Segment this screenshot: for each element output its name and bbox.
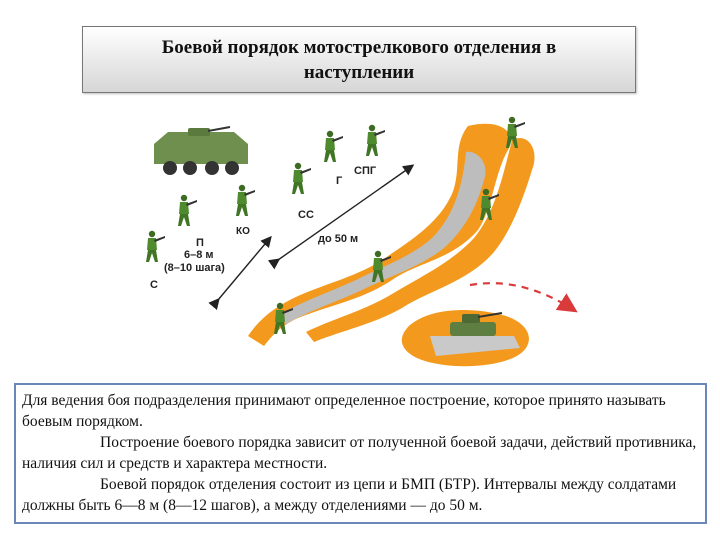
soldier-icon	[236, 184, 255, 216]
label-spg: СПГ	[354, 165, 377, 177]
title-box: Боевой порядок мотострелкового отделения…	[82, 26, 636, 93]
paragraph-2: Построение боевого порядка зависит от по…	[22, 434, 697, 472]
label-interval-soldiers-1: 6–8 м	[184, 249, 214, 261]
soldier-icon	[178, 194, 197, 226]
label-g: Г	[336, 175, 343, 187]
label-s: С	[150, 279, 158, 291]
combat-order-diagram: СПГ Г СС КО П 6–8 м (8–10 шага) С до 50 …	[146, 116, 578, 367]
soldier-icon	[292, 162, 311, 194]
paragraph-1: Для ведения боя подразделения принимают …	[22, 392, 666, 430]
bmp-position	[401, 309, 529, 367]
dimension-arrow-icon	[208, 235, 272, 311]
label-p: П	[196, 237, 204, 249]
description-box: Для ведения боя подразделения принимают …	[14, 383, 707, 524]
bmp-pit	[430, 336, 520, 356]
trench-icon	[248, 123, 535, 346]
label-ss: СС	[298, 209, 314, 221]
route-arrow-icon	[469, 282, 578, 313]
soldier-icon	[146, 230, 165, 262]
trench-parapet-back	[306, 138, 535, 342]
label-ko: КО	[236, 226, 250, 237]
soldier-icon	[324, 130, 343, 162]
apc-vehicle-icon	[154, 126, 248, 175]
title-line-1: Боевой порядок мотострелкового отделения…	[161, 36, 557, 58]
paragraph-3: Боевой порядок отделения состоит из цепи…	[22, 476, 677, 514]
label-interval-soldiers-2: (8–10 шага)	[164, 262, 225, 274]
soldier-icon	[366, 124, 385, 156]
dimension-arrow-icon	[267, 164, 415, 270]
label-interval-squads: до 50 м	[318, 233, 358, 245]
title-line-2: наступлении	[303, 61, 415, 83]
bmp-tank-icon	[450, 312, 503, 336]
trench-wall	[278, 151, 486, 324]
trench-parapet-front	[248, 123, 511, 346]
